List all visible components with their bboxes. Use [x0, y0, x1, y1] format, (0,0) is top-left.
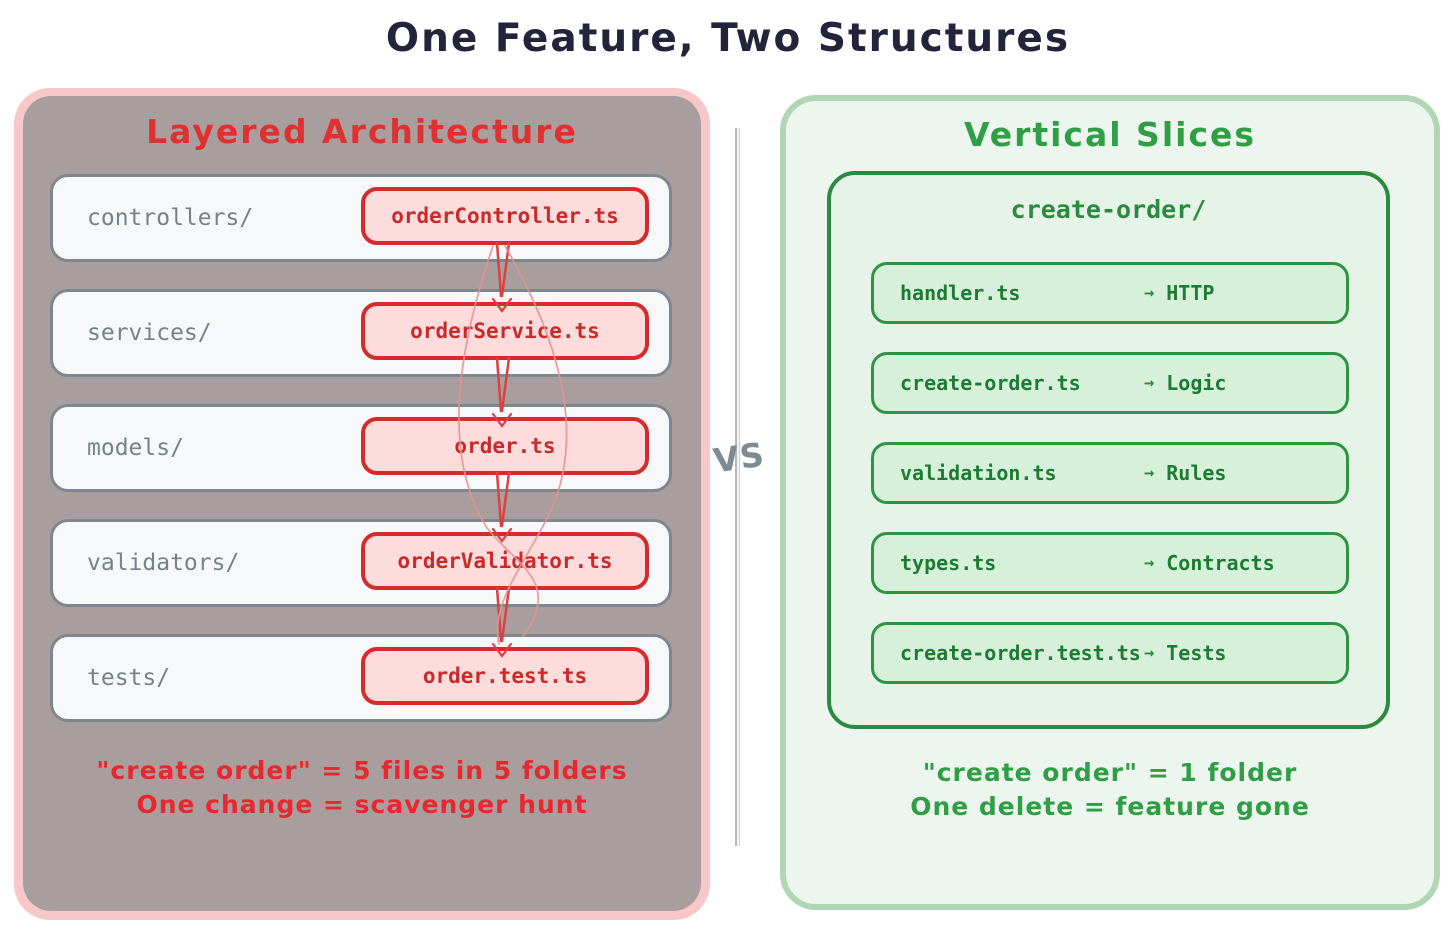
folder-label: models/: [87, 435, 184, 461]
file-pill: orderController.ts: [361, 187, 649, 245]
right-panel-title: Vertical Slices: [963, 115, 1257, 154]
left-caption: "create order" = 5 files in 5 folders On…: [23, 754, 701, 822]
right-caption: "create order" = 1 folder One delete = f…: [786, 756, 1434, 824]
layer-row-controllers: controllers/ orderController.ts: [50, 174, 672, 262]
slice-role-label: Logic: [1166, 371, 1227, 395]
slice-role: → Logic: [1144, 371, 1320, 395]
left-caption-line-1: "create order" = 5 files in 5 folders: [96, 756, 628, 785]
slice-role: → Tests: [1144, 641, 1320, 665]
folder-label: tests/: [87, 665, 171, 691]
folder-label: controllers/: [87, 205, 254, 231]
left-panel-title: Layered Architecture: [146, 112, 578, 151]
left-caption-line-2: One change = scavenger hunt: [136, 790, 588, 819]
file-pill-label: orderService.ts: [410, 319, 600, 343]
folder-label: validators/: [87, 550, 240, 576]
slice-folder-label: create-order/: [1010, 195, 1207, 224]
file-pill-label: orderController.ts: [391, 204, 619, 228]
page-title: One Feature, Two Structures: [385, 16, 1071, 61]
right-arrow-icon: →: [1144, 283, 1155, 303]
layer-row-tests: tests/ order.test.ts: [50, 634, 672, 722]
vertical-slices-panel: Vertical Slices create-order/ handler.ts…: [780, 95, 1440, 910]
layer-row-validators: validators/ orderValidator.ts: [50, 519, 672, 607]
file-pill: order.ts: [361, 417, 649, 475]
file-pill-label: order.test.ts: [422, 664, 588, 688]
right-arrow-icon: →: [1144, 463, 1155, 483]
slice-row-validation: validation.ts → Rules: [871, 442, 1349, 504]
slice-role: → HTTP: [1144, 281, 1320, 305]
slice-file-label: types.ts: [900, 551, 997, 575]
slice-file-label: validation.ts: [900, 461, 1057, 485]
layer-row-services: services/ orderService.ts: [50, 289, 672, 377]
slice-role-label: Contracts: [1166, 551, 1275, 575]
slice-role-label: HTTP: [1166, 281, 1215, 305]
right-arrow-icon: →: [1144, 373, 1155, 393]
right-caption-line-1: "create order" = 1 folder: [922, 758, 1298, 787]
slice-folder-box: create-order/ handler.ts → HTTP create-o…: [827, 171, 1390, 729]
slice-row-handler: handler.ts → HTTP: [871, 262, 1349, 324]
slice-row-types: types.ts → Contracts: [871, 532, 1349, 594]
vs-label: VS: [710, 434, 768, 481]
layered-architecture-panel-body: Layered Architecture controllers/ orderC…: [23, 96, 701, 911]
file-pill-label: orderValidator.ts: [397, 549, 613, 573]
slice-file-label: create-order.test.ts: [900, 641, 1141, 665]
layer-row-models: models/ order.ts: [50, 404, 672, 492]
slice-file-label: create-order.ts: [900, 371, 1081, 395]
slice-role: → Rules: [1144, 461, 1320, 485]
file-pill: orderValidator.ts: [361, 532, 649, 590]
file-pill: orderService.ts: [361, 302, 649, 360]
vs-divider-line: [735, 128, 740, 846]
right-arrow-icon: →: [1144, 643, 1155, 663]
right-caption-line-2: One delete = feature gone: [910, 792, 1310, 821]
slice-role: → Contracts: [1144, 551, 1320, 575]
right-arrow-icon: →: [1144, 553, 1155, 573]
slice-row-tests: create-order.test.ts → Tests: [871, 622, 1349, 684]
slice-file-label: handler.ts: [900, 281, 1021, 305]
slice-role-label: Tests: [1166, 641, 1227, 665]
folder-label: services/: [87, 320, 212, 346]
file-pill-label: order.ts: [454, 434, 556, 458]
slice-row-logic: create-order.ts → Logic: [871, 352, 1349, 414]
layered-architecture-panel: Layered Architecture controllers/ orderC…: [14, 88, 710, 920]
file-pill: order.test.ts: [361, 647, 649, 705]
slice-role-label: Rules: [1166, 461, 1227, 485]
